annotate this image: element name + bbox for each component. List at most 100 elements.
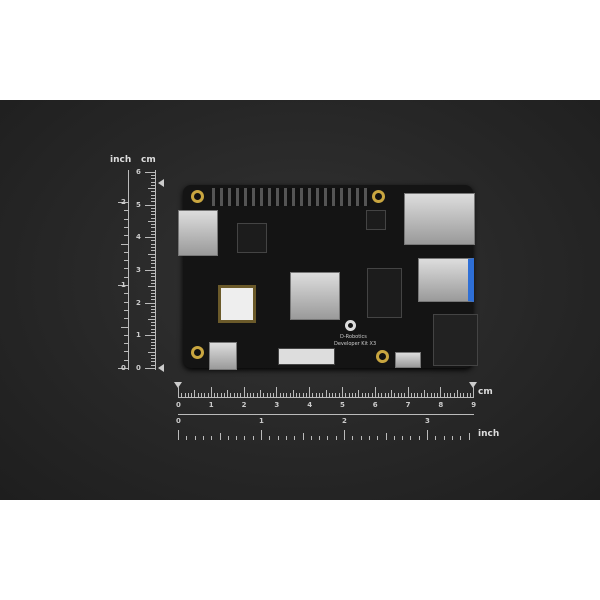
- cm-tick-label: 7: [405, 401, 411, 409]
- cm-tick: [151, 364, 155, 366]
- cm-tick: [407, 387, 409, 397]
- inch-tick: [118, 368, 128, 369]
- inch-tick: [294, 436, 296, 440]
- cm-tick: [473, 387, 475, 397]
- cm-tick: [453, 393, 455, 397]
- cm-tick: [151, 273, 155, 275]
- inch-tick: [402, 436, 404, 440]
- cm-tick: [151, 312, 155, 314]
- inch-tick: [124, 226, 128, 228]
- cm-tick: [148, 188, 155, 190]
- inch-tick: [460, 436, 462, 440]
- cm-tick: [240, 393, 242, 397]
- cm-tick: [246, 393, 248, 397]
- inch-tick: [427, 430, 428, 440]
- inch-tick: [385, 433, 387, 440]
- cm-tick: [151, 361, 155, 363]
- cm-tick: [450, 393, 452, 397]
- cm-tick: [151, 227, 155, 229]
- inch-tick: [236, 436, 238, 440]
- cm-tick: [417, 393, 419, 397]
- cm-tick-label: 2: [136, 298, 141, 307]
- cm-tick: [276, 387, 278, 397]
- inch-tick-label: 1: [121, 281, 126, 289]
- cm-tick: [151, 211, 155, 213]
- inch-tick: [124, 318, 128, 320]
- cm-tick: [151, 296, 155, 298]
- cm-tick: [151, 233, 155, 235]
- inch-tick: [319, 436, 321, 440]
- inch-tick: [352, 436, 354, 440]
- cm-tick: [299, 393, 301, 397]
- vertical-ruler-inch-label: inch: [110, 155, 132, 165]
- ruler-marker-icon: [158, 179, 164, 187]
- cm-tick: [322, 393, 324, 397]
- inch-tick: [269, 436, 271, 440]
- cm-tick: [315, 393, 317, 397]
- cm-tick: [207, 393, 209, 397]
- cm-tick: [378, 393, 380, 397]
- cm-tick: [151, 201, 155, 203]
- cm-tick: [151, 341, 155, 343]
- cm-tick: [433, 393, 435, 397]
- cm-tick: [151, 289, 155, 291]
- cm-tick: [319, 393, 321, 397]
- inch-tick: [124, 268, 128, 270]
- inch-tick: [121, 243, 128, 245]
- cm-tick: [148, 220, 155, 222]
- cm-tick: [148, 253, 155, 255]
- cm-tick: [197, 393, 199, 397]
- cm-tick: [260, 390, 261, 397]
- cm-tick: [305, 393, 307, 397]
- cm-tick: [151, 250, 155, 252]
- cm-tick: [440, 387, 442, 397]
- gpio-header: [212, 188, 370, 206]
- cm-tick: [187, 393, 189, 397]
- cm-tick: [151, 247, 155, 248]
- cm-tick: [151, 282, 155, 284]
- cm-tick: [151, 292, 155, 294]
- cm-tick-label: 4: [136, 233, 141, 242]
- inch-tick: [377, 436, 379, 440]
- inch-tick: [368, 436, 370, 440]
- inch-tick: [211, 436, 213, 440]
- cm-tick: [325, 390, 327, 397]
- ethernet-port: [404, 193, 475, 245]
- cm-tick-label: 3: [274, 401, 280, 409]
- cm-tick: [233, 393, 235, 397]
- cm-tick: [364, 393, 366, 397]
- cm-tick: [328, 393, 330, 397]
- cm-tick: [151, 276, 155, 278]
- inch-tick: [124, 293, 128, 295]
- cm-tick: [151, 214, 155, 216]
- inch-tick: [186, 436, 188, 440]
- cm-tick: [269, 393, 271, 397]
- cm-tick: [446, 393, 448, 397]
- inch-tick: [451, 436, 453, 440]
- inch-tick: [124, 359, 128, 361]
- cm-tick-label: 5: [340, 401, 345, 409]
- cm-tick: [230, 393, 232, 397]
- cm-tick: [250, 393, 252, 397]
- cm-tick: [151, 315, 155, 317]
- cm-tick: [151, 175, 155, 177]
- cm-tick-label: 2: [241, 401, 247, 409]
- soc-heat-spreader: [290, 272, 340, 320]
- inch-tick: [124, 260, 128, 262]
- horizontal-ruler-inch-label: inch: [478, 429, 500, 439]
- cm-tick: [358, 390, 360, 397]
- inch-tick: [410, 436, 412, 440]
- ruler-marker-icon: [174, 382, 182, 388]
- cm-tick: [345, 393, 347, 397]
- inch-tick: [118, 202, 128, 203]
- cm-tick: [420, 393, 422, 397]
- cm-tick: [279, 393, 281, 397]
- inch-tick: [124, 210, 128, 212]
- cm-tick: [145, 237, 155, 239]
- inch-tick: [435, 436, 437, 440]
- cm-tick: [151, 322, 155, 324]
- inch-tick: [302, 433, 304, 440]
- inch-tick-label: 3: [425, 417, 430, 425]
- cm-tick: [223, 393, 225, 397]
- cm-tick: [210, 387, 212, 397]
